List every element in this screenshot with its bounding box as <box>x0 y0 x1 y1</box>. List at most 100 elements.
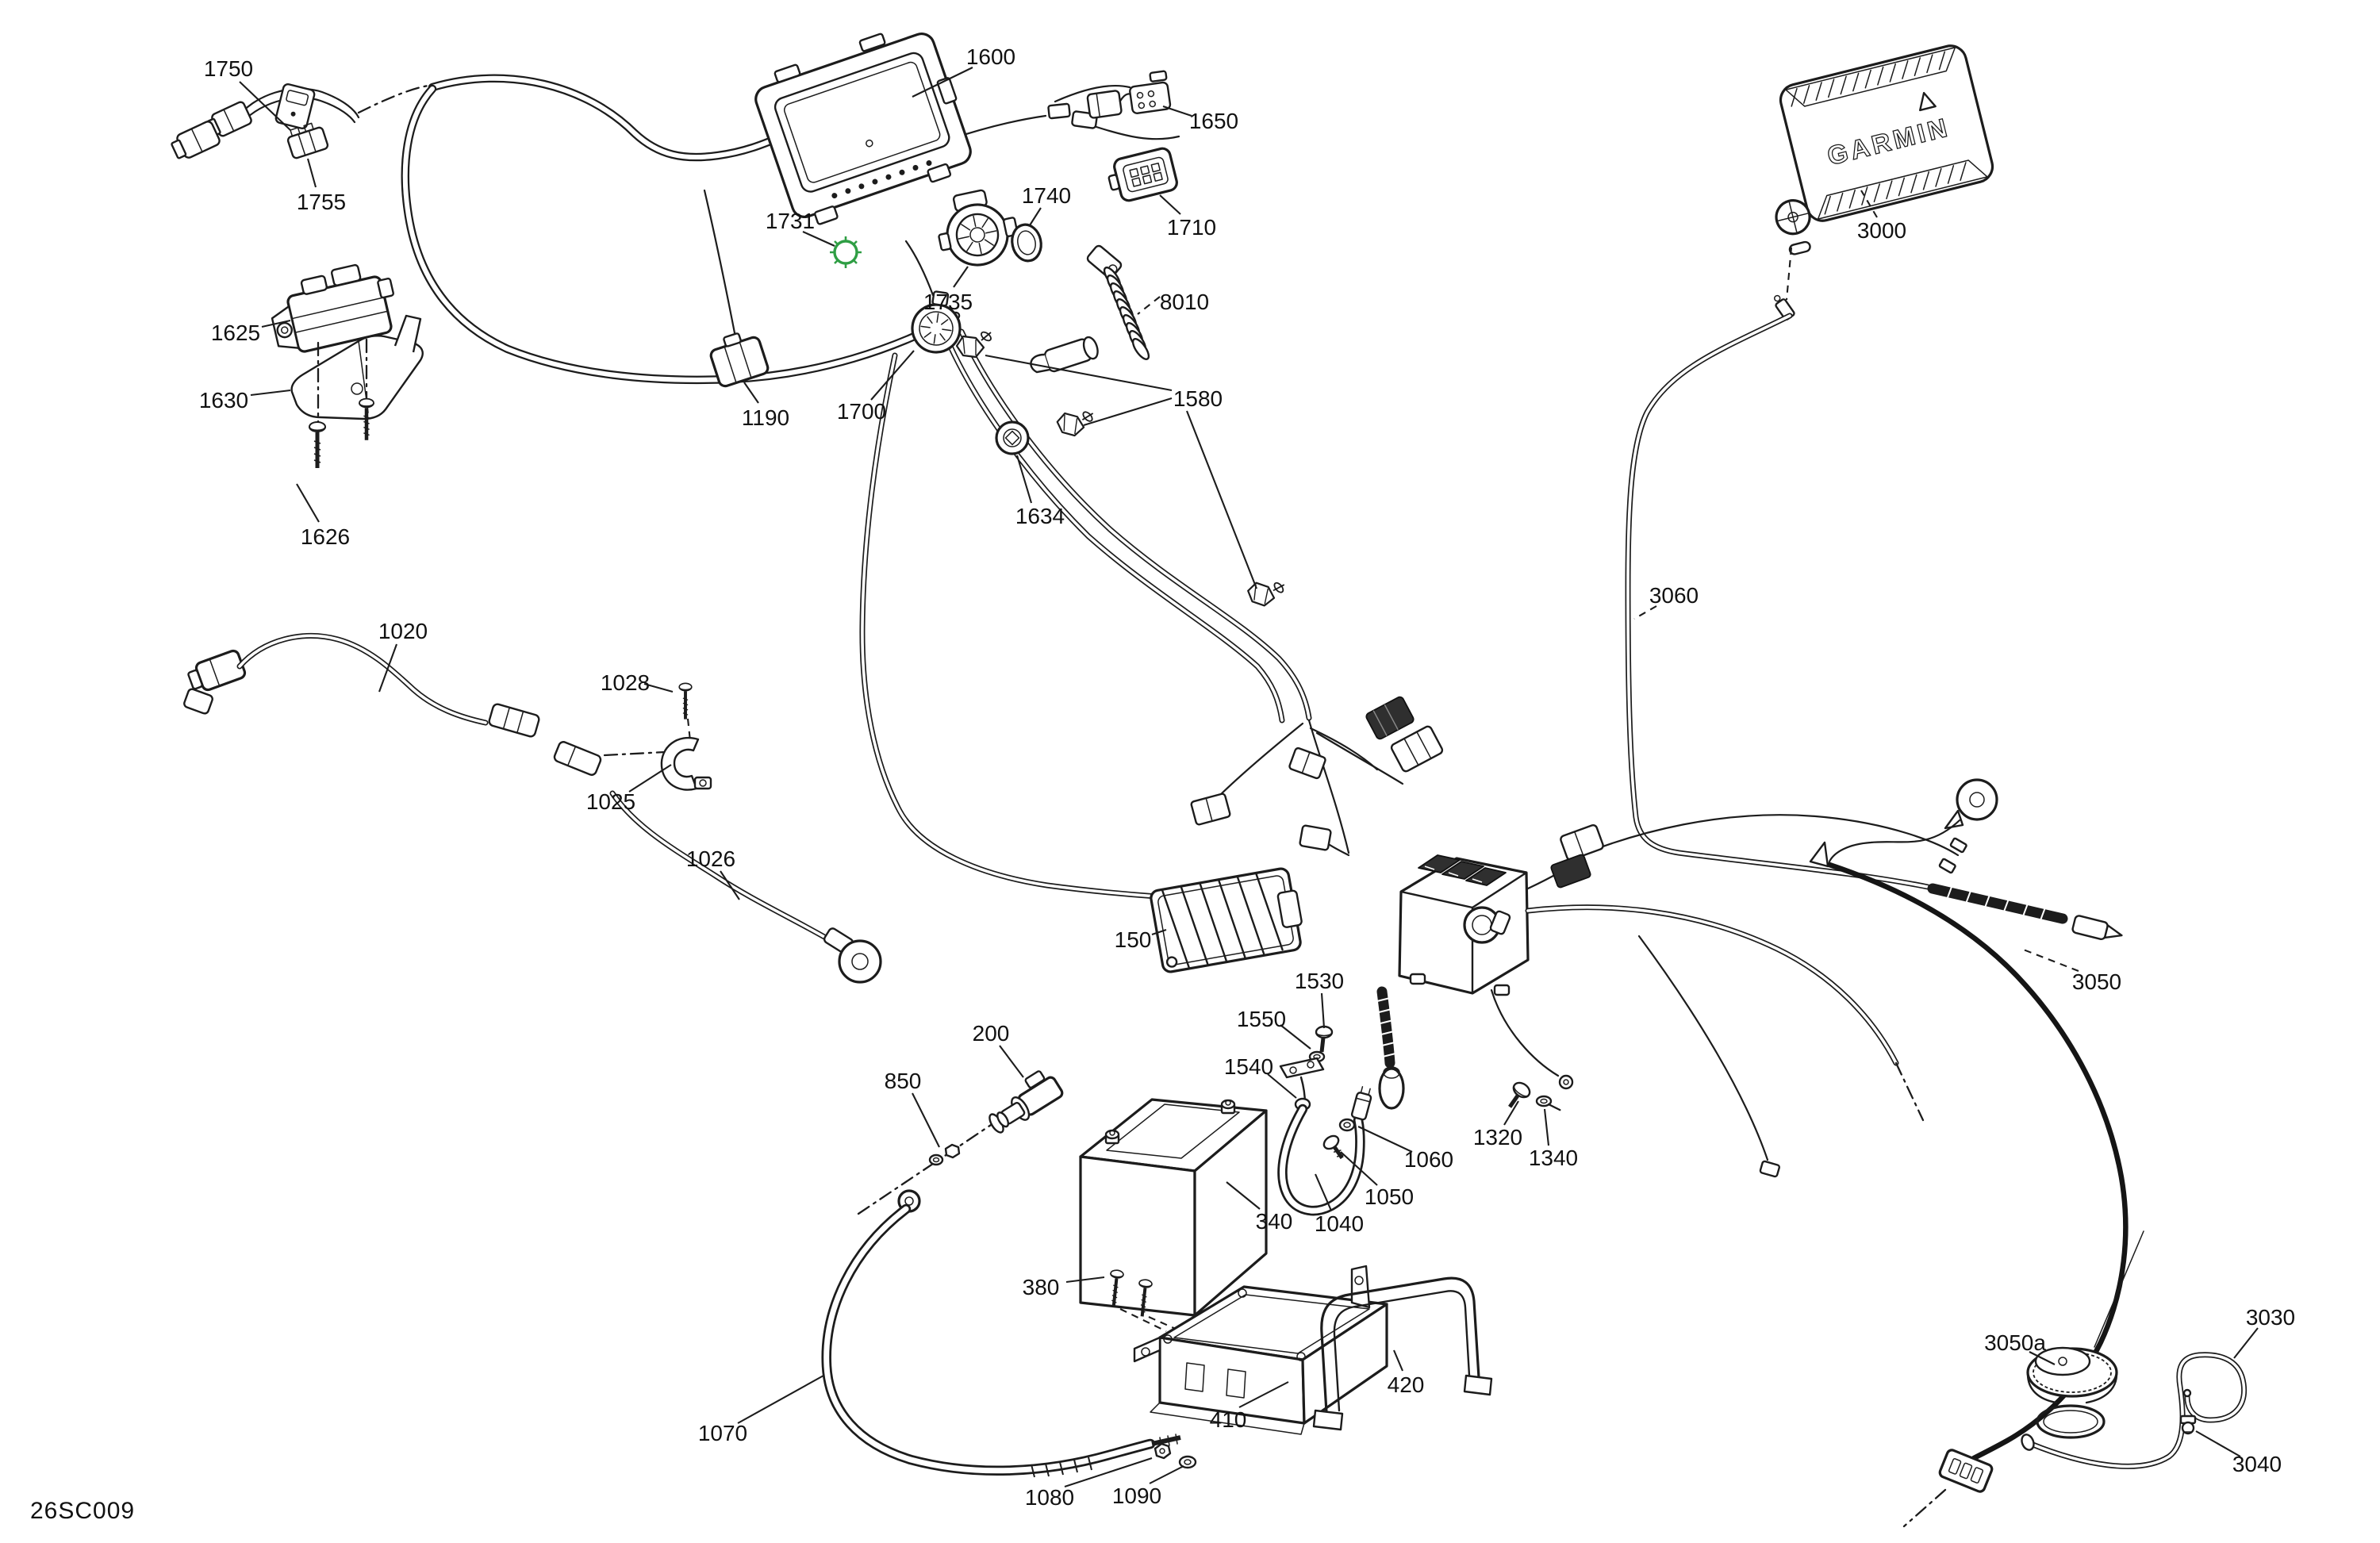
antenna-cable-3060 <box>1625 247 2123 941</box>
leader-3060 <box>1633 605 1657 620</box>
nut-1080 <box>1154 1442 1172 1460</box>
hardware-850 <box>928 1143 961 1166</box>
washer-1340 <box>1535 1095 1563 1112</box>
clip-1580-c <box>1245 574 1288 610</box>
part-label-1750: 1750 <box>204 56 253 81</box>
part-label-1650: 1650 <box>1189 109 1238 133</box>
garmin-display-3000: GARMIN <box>1775 44 1994 255</box>
leader-1580 <box>1186 410 1257 589</box>
part-label-3000: 3000 <box>1857 218 1906 243</box>
battery-340 <box>1079 1098 1268 1317</box>
part-label-1080: 1080 <box>1025 1485 1074 1510</box>
leader-1020 <box>378 643 397 693</box>
part-label-1340: 1340 <box>1529 1146 1578 1170</box>
part-label-340: 340 <box>1256 1209 1293 1234</box>
part-label-1626: 1626 <box>301 524 350 549</box>
main-harness-center <box>1190 696 1967 1178</box>
clamp-1025 <box>660 737 712 791</box>
ecu-module-1625 <box>271 263 394 353</box>
leader-3050a <box>2029 1351 2056 1365</box>
part-label-1050: 1050 <box>1365 1184 1414 1209</box>
leader-1580 <box>985 354 1173 392</box>
bolt-1050 <box>1322 1134 1345 1160</box>
leader-1080 <box>1064 1457 1153 1487</box>
part-label-1710: 1710 <box>1167 215 1216 240</box>
part-label-1190: 1190 <box>742 405 789 430</box>
battery-tray-410 <box>1133 1265 1388 1435</box>
grommet-1634 <box>995 420 1030 455</box>
vent-tube-3030 <box>2021 1352 2248 1469</box>
part-label-1025: 1025 <box>586 789 635 814</box>
leader-3040 <box>2195 1430 2241 1457</box>
leader-850 <box>912 1092 940 1148</box>
leader-8010 <box>1137 296 1161 315</box>
coil <box>1103 267 1150 360</box>
washer-1090 <box>1178 1455 1197 1469</box>
pigtail-harness-1750 <box>171 83 430 159</box>
part-label-1634: 1634 <box>1015 504 1065 528</box>
part-label-1040: 1040 <box>1315 1211 1364 1236</box>
leader-1630 <box>250 389 291 397</box>
part-label-380: 380 <box>1023 1275 1060 1299</box>
retainer-1731-highlight <box>830 236 862 268</box>
part-label-1580: 1580 <box>1173 386 1223 411</box>
leader-3050 <box>2021 948 2079 972</box>
mounting-dashline-850 <box>857 1119 1000 1215</box>
part-label-1735: 1735 <box>923 290 973 314</box>
leader-150 <box>1151 929 1167 935</box>
o-ring <box>2036 1404 2106 1439</box>
leader-1650 <box>1162 106 1192 117</box>
leader-380 <box>1065 1276 1105 1284</box>
main-harness-top <box>401 74 1312 900</box>
part-label-1550: 1550 <box>1237 1007 1286 1031</box>
part-label-1740: 1740 <box>1022 183 1071 208</box>
battery-terminal-pos <box>1220 1099 1236 1115</box>
part-label-1755: 1755 <box>297 190 346 214</box>
fuel-sender-cap-3050a <box>2026 1230 2144 1439</box>
part-label-1070: 1070 <box>698 1421 747 1445</box>
part-label-1600: 1600 <box>966 44 1015 69</box>
part-label-3030: 3030 <box>2246 1305 2295 1330</box>
leader-410 <box>1238 1381 1289 1408</box>
leader-1626 <box>296 483 320 523</box>
ring-1740 <box>1011 223 1042 263</box>
coiled-cord-8010 <box>1030 244 1150 374</box>
instrument-cluster-1600 <box>754 33 972 225</box>
leader-200 <box>999 1045 1024 1078</box>
leader-1028 <box>643 682 674 693</box>
part-label-1731: 1731 <box>766 209 815 233</box>
leader-1755 <box>306 158 317 188</box>
part-label-1320: 1320 <box>1473 1125 1522 1150</box>
connector-1710 <box>1107 147 1178 202</box>
clip-1580-b <box>1054 405 1096 439</box>
leader-1735 <box>953 266 969 288</box>
garmin-triangle-logo <box>1919 91 1937 112</box>
part-label-1020: 1020 <box>378 619 428 643</box>
negative-cable-1070 <box>821 1189 1181 1478</box>
part-label-1026: 1026 <box>686 846 735 871</box>
leader-1320 <box>1503 1100 1519 1126</box>
part-label-1540: 1540 <box>1224 1054 1273 1079</box>
part-label-8010: 8010 <box>1160 290 1209 314</box>
leader-1530 <box>1320 992 1326 1029</box>
leader-1731 <box>802 231 835 247</box>
part-label-3050: 3050 <box>2072 969 2121 994</box>
leader-420 <box>1393 1349 1403 1372</box>
leader-340 <box>1226 1181 1261 1210</box>
part-label-1028: 1028 <box>601 670 650 695</box>
part-label-3060: 3060 <box>1649 583 1699 608</box>
leader-3030 <box>2233 1327 2259 1359</box>
connector-1700 <box>904 240 962 354</box>
part-label-1625: 1625 <box>211 320 260 345</box>
connector-1650 <box>1086 70 1172 119</box>
bracket-1540 <box>1279 1057 1325 1111</box>
ecu-bracket-1630 <box>290 314 424 420</box>
leader-1060 <box>1357 1126 1413 1153</box>
leader-1070 <box>737 1375 824 1424</box>
part-label-3050a: 3050a <box>1984 1330 2046 1355</box>
headlight-socket-1735 <box>938 189 1019 267</box>
connector-1755 <box>286 122 329 159</box>
gps-antenna-3050 <box>1809 778 2129 1528</box>
part-label-1700: 1700 <box>837 399 886 424</box>
